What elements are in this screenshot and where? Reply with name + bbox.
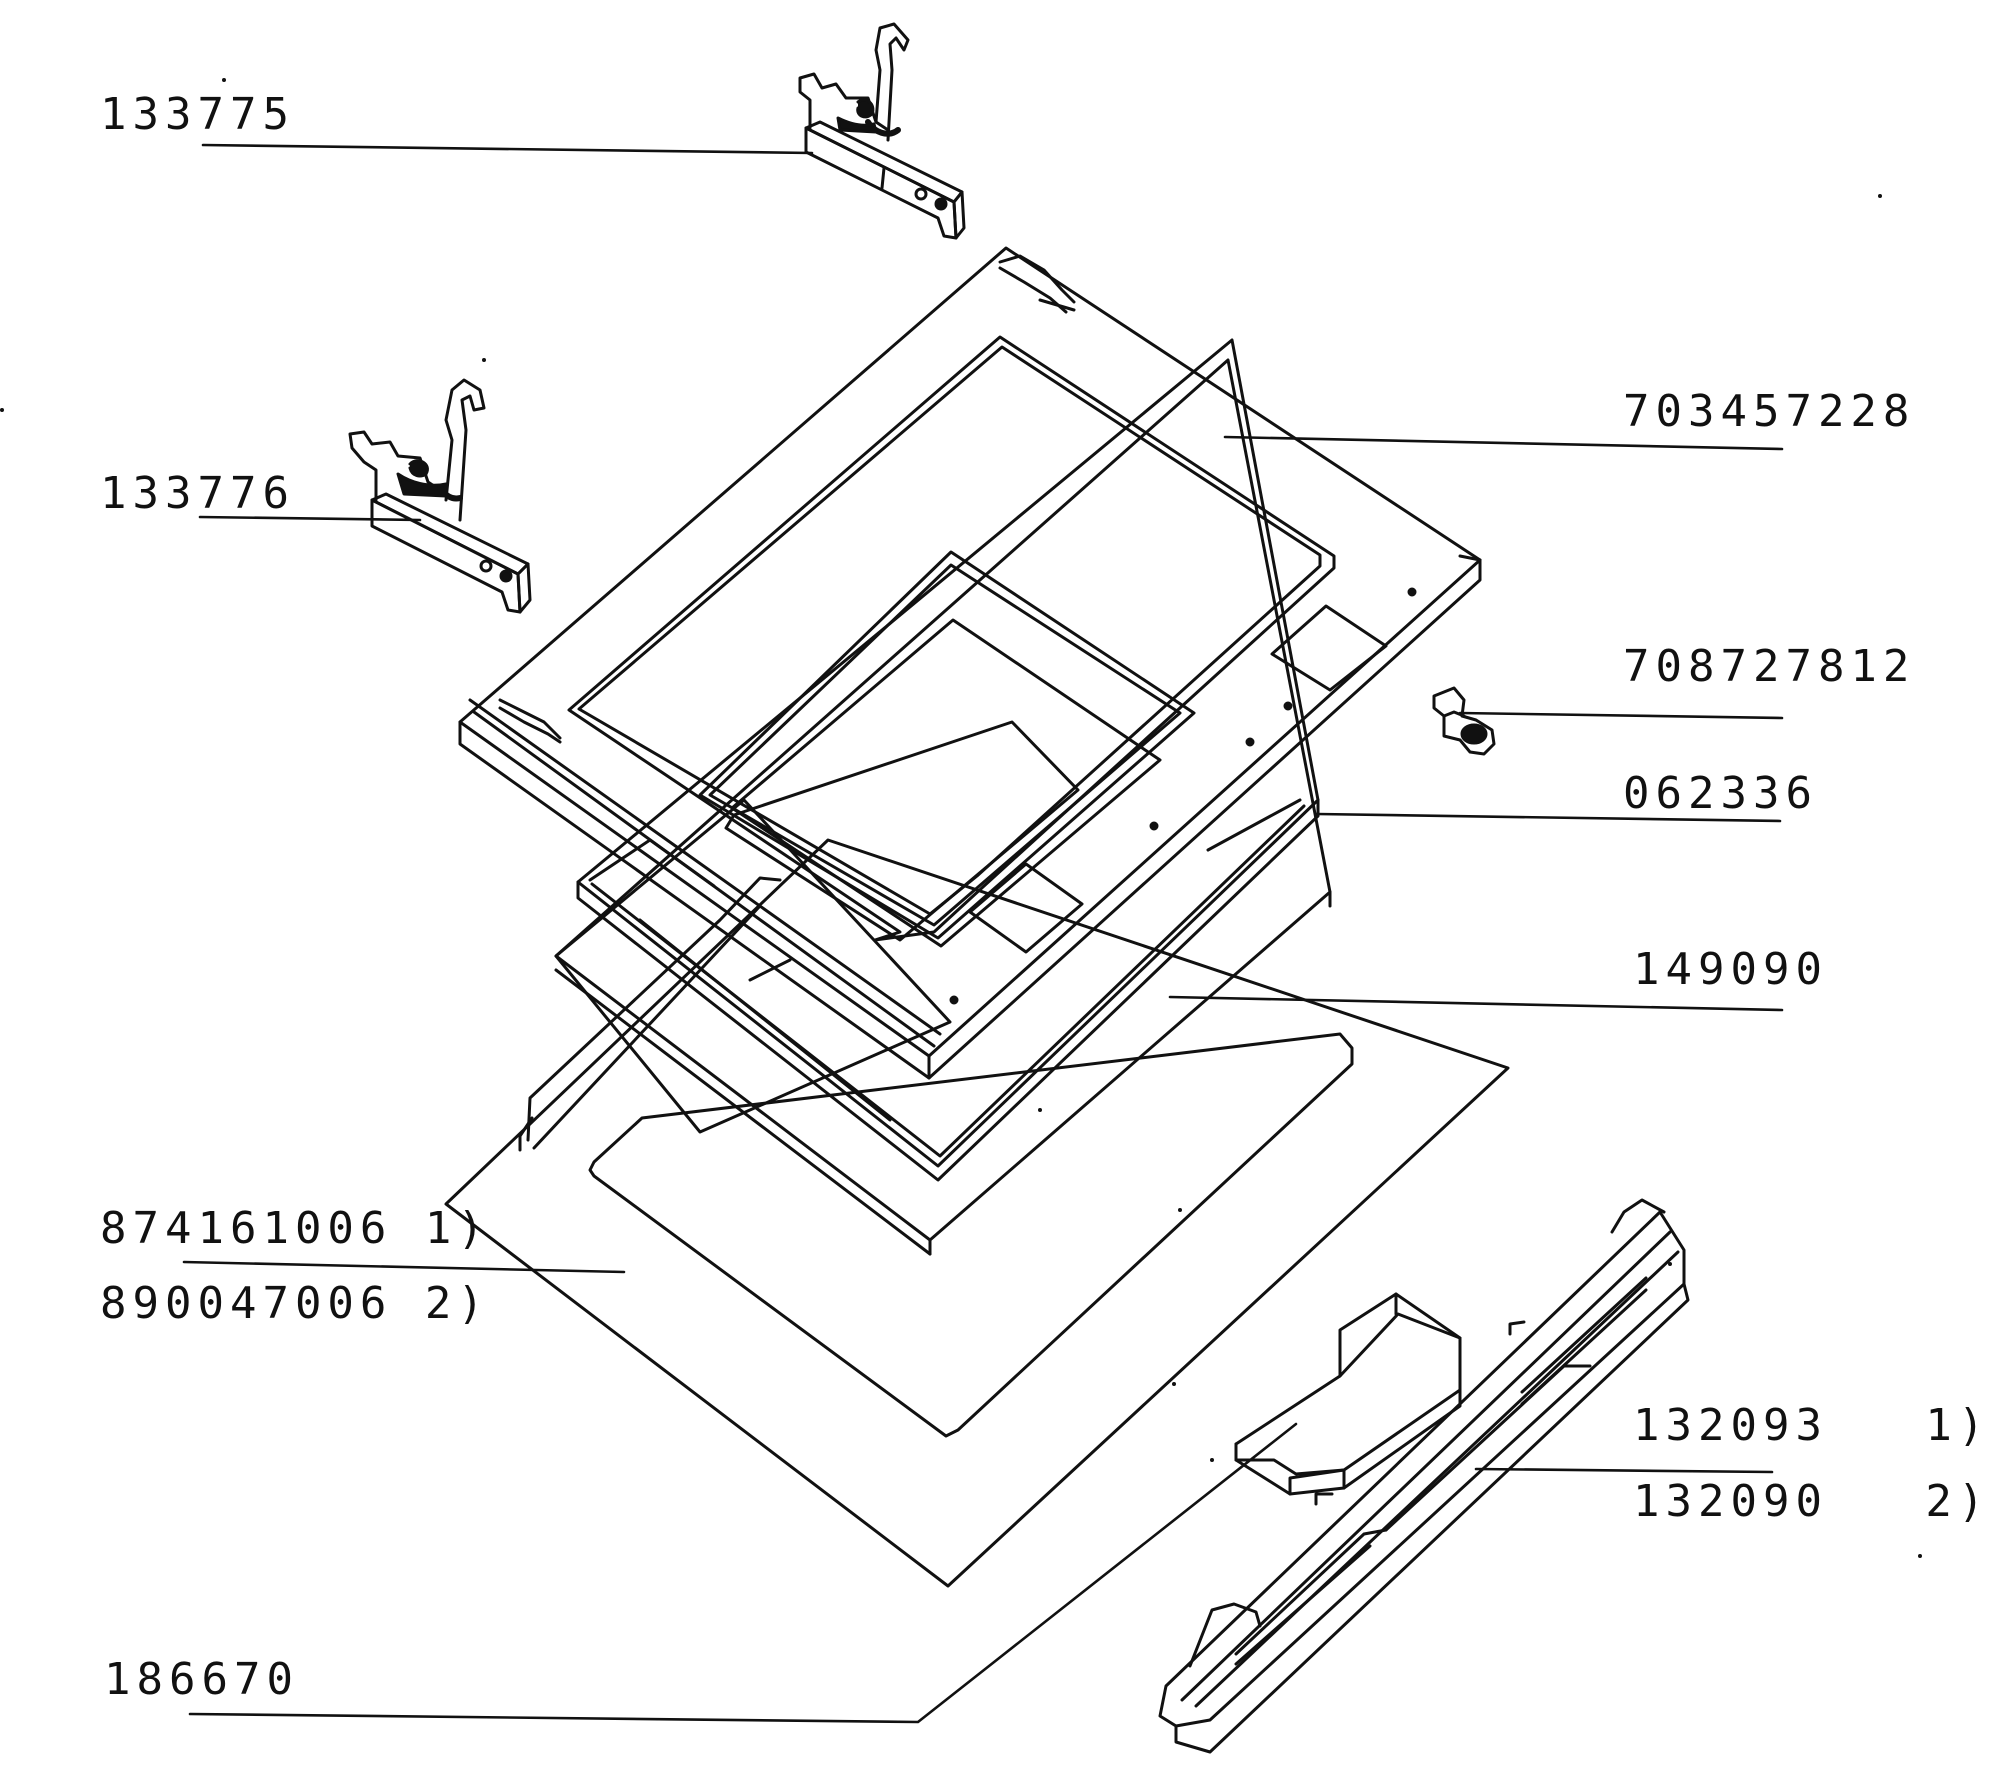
leader-133776 [198, 515, 422, 522]
leader-703457228 [1223, 435, 1784, 451]
door-frame-703457228 [458, 246, 1482, 1080]
label-874161006: 874161006 1) [100, 1203, 490, 1254]
leader-874161006 [182, 1260, 626, 1274]
hinge-133775 [798, 22, 966, 240]
leader-133775 [201, 143, 814, 155]
inner-frame-062336 [576, 338, 1320, 1182]
outer-glass-874161006 [444, 838, 1510, 1588]
leader-132093 [1474, 1467, 1774, 1474]
label-133775: 133775 [100, 89, 295, 140]
leader-186670 [188, 1422, 1298, 1724]
speck-dots [0, 78, 1922, 1558]
leader-708727812 [1458, 711, 1784, 720]
label-132093: 132093 1) [1633, 1400, 1991, 1451]
handle-132093 [1158, 1198, 1690, 1754]
label-186670: 186670 [104, 1654, 299, 1705]
inner-glass-149090 [554, 358, 1332, 1256]
leader-149090 [1168, 995, 1784, 1012]
label-062336: 062336 [1623, 768, 1818, 819]
leader-062336 [1315, 812, 1782, 823]
label-703457228: 703457228 [1623, 386, 1916, 437]
spacer-block-186670 [1234, 1292, 1462, 1496]
label-708727812: 708727812 [1623, 641, 1916, 692]
screw-clip-708727812 [1432, 686, 1496, 756]
hinge-133776 [348, 378, 532, 614]
label-132090: 132090 2) [1633, 1476, 1991, 1527]
label-133776: 133776 [100, 468, 295, 519]
label-149090: 149090 [1633, 944, 1828, 995]
leader-lines [182, 143, 1784, 1724]
label-890047006: 890047006 2) [100, 1278, 490, 1329]
